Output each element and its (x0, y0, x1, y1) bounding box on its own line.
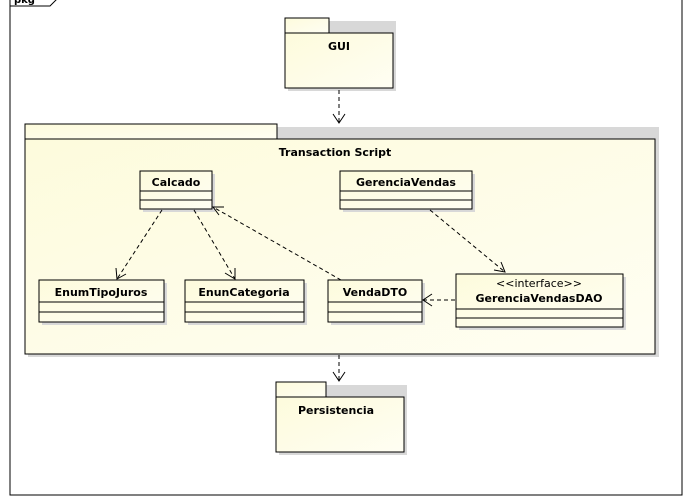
dependency-calcado-enumtipojuros (115, 209, 163, 280)
dependency-calcado-enuncategoria (193, 209, 236, 280)
interface-gerencia-vendas-dao[interactable]: <<interface>> GerenciaVendasDAO (455, 273, 626, 330)
dependencies (115, 90, 506, 382)
class-enun-categoria[interactable]: EnunCategoria (184, 279, 307, 325)
dependency-transaction-persistencia (332, 355, 346, 382)
interface-gerencia-vendas-dao-name: GerenciaVendasDAO (476, 292, 603, 305)
class-calcado-name: Calcado (152, 176, 201, 189)
dependency-dao-vendadto (422, 293, 455, 307)
class-gerencia-vendas-name: GerenciaVendas (356, 176, 456, 189)
package-persistencia[interactable]: Persistencia (275, 381, 407, 455)
class-enum-tipo-juros[interactable]: EnumTipoJuros (38, 279, 167, 325)
package-gui[interactable]: GUI (284, 17, 396, 91)
frame-label: pkg (14, 0, 35, 6)
class-venda-dto-name: VendaDTO (343, 286, 408, 299)
package-persistencia-name: Persistencia (298, 404, 374, 417)
dependency-vendadto-calcado (212, 206, 342, 281)
package-gui-name: GUI (328, 40, 350, 53)
class-enun-categoria-name: EnunCategoria (198, 286, 289, 299)
interface-gerencia-vendas-dao-stereotype: <<interface>> (496, 277, 582, 290)
class-enum-tipo-juros-name: EnumTipoJuros (55, 286, 148, 299)
class-calcado[interactable]: Calcado (139, 170, 215, 212)
class-venda-dto[interactable]: VendaDTO (327, 279, 425, 325)
class-gerencia-vendas[interactable]: GerenciaVendas (339, 170, 475, 212)
dependency-gerenciavendas-dao (429, 209, 506, 273)
package-transaction-script-name: Transaction Script (279, 146, 391, 159)
dependency-gui-transaction (332, 90, 346, 124)
